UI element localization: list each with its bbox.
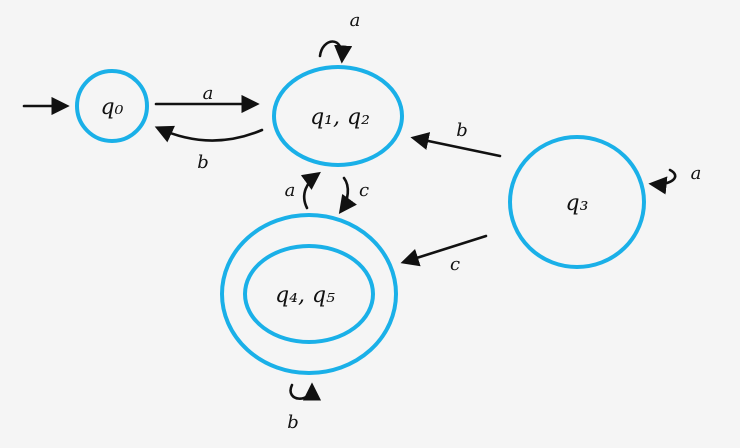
edge-q12-q0-label: b	[197, 152, 209, 173]
edge-q45-self	[289, 382, 322, 401]
state-q3-circle	[508, 135, 646, 269]
edge-q3-self-label: a	[691, 163, 702, 184]
edge-q12-q0	[154, 125, 264, 143]
state-q4-q5-outer-circle	[220, 213, 398, 375]
state-q4-q5-accepting: q₄, q₅	[220, 213, 398, 375]
edge-q12-self-label: a	[350, 10, 361, 31]
edge-q3-q12	[410, 132, 502, 158]
edge-q0-q12-label: a	[203, 83, 214, 104]
edge-q45-q12-label: a	[285, 180, 296, 201]
state-q0-circle	[75, 69, 149, 143]
edge-q45-q12	[300, 171, 321, 210]
edge-q3-self	[648, 168, 677, 195]
state-q0-label: q₀	[101, 95, 124, 120]
edge-q12-q45-label: c	[359, 180, 369, 201]
state-q4-q5-inner-circle	[243, 244, 375, 344]
state-q0: q₀	[75, 69, 149, 143]
state-q1-q2: q₁, q₂	[272, 65, 404, 167]
edge-q45-self-label: b	[287, 412, 299, 433]
edge-q12-q45	[338, 176, 357, 214]
state-q4-q5-label: q₄, q₅	[275, 283, 335, 308]
state-q3-label: q₃	[566, 191, 589, 216]
state-q1-q2-label: q₁, q₂	[310, 105, 370, 130]
edge-q3-q12-label: b	[456, 120, 468, 141]
edge-q3-q45-label: c	[450, 254, 460, 275]
edge-q3-q45	[400, 234, 488, 267]
edge-q12-self	[318, 40, 353, 64]
state-q3: q₃	[508, 135, 646, 269]
state-q1-q2-circle	[272, 65, 404, 167]
